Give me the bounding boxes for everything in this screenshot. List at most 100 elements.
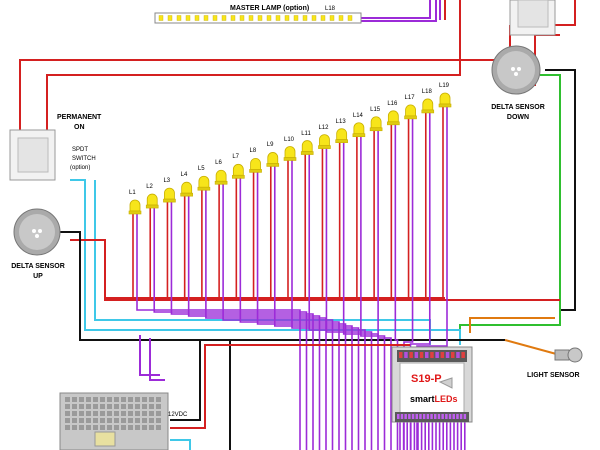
psu-vent: [128, 397, 133, 402]
terminal-pin: [397, 414, 400, 419]
psu-vent: [79, 411, 84, 416]
psu-vent: [100, 404, 105, 409]
psu-vent: [114, 411, 119, 416]
led-icon: [387, 110, 400, 126]
led-label: L19: [439, 83, 450, 89]
sensor-down-line2: DOWN: [506, 114, 530, 121]
terminal-pin: [459, 414, 463, 419]
psu-vent: [107, 425, 112, 430]
terminal-pin: [399, 352, 403, 358]
strip-led: [311, 15, 317, 21]
psu-vent: [135, 397, 140, 402]
psu-vent: [142, 411, 147, 416]
psu-vent: [114, 404, 119, 409]
led-icon: [266, 152, 280, 167]
terminal-pin: [415, 414, 418, 419]
strip-led: [230, 15, 236, 21]
strip-led: [212, 15, 218, 21]
psu-vent: [135, 418, 140, 423]
led-label: L18: [421, 88, 432, 95]
psu-vent: [93, 418, 98, 423]
strip-led: [248, 15, 254, 21]
led-label: L7: [232, 154, 240, 161]
psu-vent: [142, 404, 147, 409]
psu-vent: [93, 411, 98, 416]
terminal-pin: [400, 414, 404, 419]
psu-vent: [86, 397, 91, 402]
psu-vent: [142, 425, 147, 430]
terminal-pin: [463, 414, 467, 419]
led-cathode-wire: [377, 129, 392, 450]
led-cathode-wire: [187, 195, 321, 450]
led-label: L9: [266, 142, 274, 149]
strip-led: [284, 15, 290, 21]
led-label: L12: [318, 124, 329, 131]
terminal-pin: [404, 352, 408, 358]
led-label: L10: [284, 136, 295, 143]
psu-vent: [142, 418, 147, 423]
terminal-pin: [409, 352, 413, 358]
led-icon: [283, 146, 297, 161]
led-icon: [180, 181, 193, 197]
terminal-pin: [435, 352, 439, 358]
terminal-pin: [451, 352, 455, 358]
sensor-down-line1: DELTA SENSOR: [491, 104, 545, 111]
psu-vent: [86, 411, 91, 416]
psu-vent: [135, 425, 140, 430]
delta-sensor-down-icon: [491, 45, 541, 95]
power-supply-icon: [59, 392, 169, 450]
switch-sub-line2: SWITCH: [72, 156, 96, 162]
switch-sub-line1: SPDT: [72, 147, 89, 153]
terminal-pin: [434, 414, 437, 419]
strip-led: [347, 15, 353, 21]
led-label: L8: [249, 148, 257, 155]
psu-vent: [100, 425, 105, 430]
switch-sub-line3: (option): [70, 165, 91, 171]
light-sensor-label: LIGHT SENSOR: [527, 372, 580, 379]
terminal-pin: [448, 414, 452, 419]
psu-vent: [156, 404, 161, 409]
led-icon: [163, 187, 176, 203]
terminal-pin: [430, 414, 433, 419]
top-wires: [19, 0, 576, 345]
switch-title-line1: PERMANENT: [57, 114, 102, 121]
controller-model: S19-P: [411, 373, 442, 385]
strip-led: [338, 15, 344, 21]
terminal-pin: [452, 414, 455, 419]
top-right-switch: [509, 0, 556, 36]
psu-vent: [121, 397, 126, 402]
terminal-pin: [425, 352, 429, 358]
led-icon: [438, 92, 452, 108]
terminal-pin: [441, 414, 444, 419]
psu-vent: [149, 411, 154, 416]
led-cathode-wire: [239, 177, 340, 450]
terminal-pin: [437, 414, 441, 419]
spdt-switch: [9, 129, 56, 181]
psu-vent: [135, 411, 140, 416]
psu-vent: [72, 411, 77, 416]
led-cathode-wire: [256, 171, 347, 450]
terminal-pin: [456, 352, 460, 358]
psu-vent: [149, 397, 154, 402]
psu-vent: [72, 418, 77, 423]
psu-vent: [149, 425, 154, 430]
strip-led: [185, 15, 191, 21]
terminal-pin: [440, 352, 445, 358]
led-icon: [335, 128, 348, 143]
terminal-pin: [445, 414, 448, 419]
psu-wires: [139, 335, 410, 450]
psu-vent: [72, 404, 77, 409]
strip-led: [257, 15, 263, 21]
strip-led: [167, 15, 173, 21]
led-icon: [128, 199, 142, 215]
led-label: L5: [197, 166, 205, 173]
terminal-pin: [430, 352, 434, 358]
led-cathode-wire: [291, 159, 360, 450]
psu-vent: [100, 411, 105, 416]
psu-vent: [121, 411, 126, 416]
terminal-pin: [408, 414, 411, 419]
psu-vent: [114, 418, 119, 423]
led-icon: [421, 98, 435, 114]
led-icon: [318, 134, 331, 149]
